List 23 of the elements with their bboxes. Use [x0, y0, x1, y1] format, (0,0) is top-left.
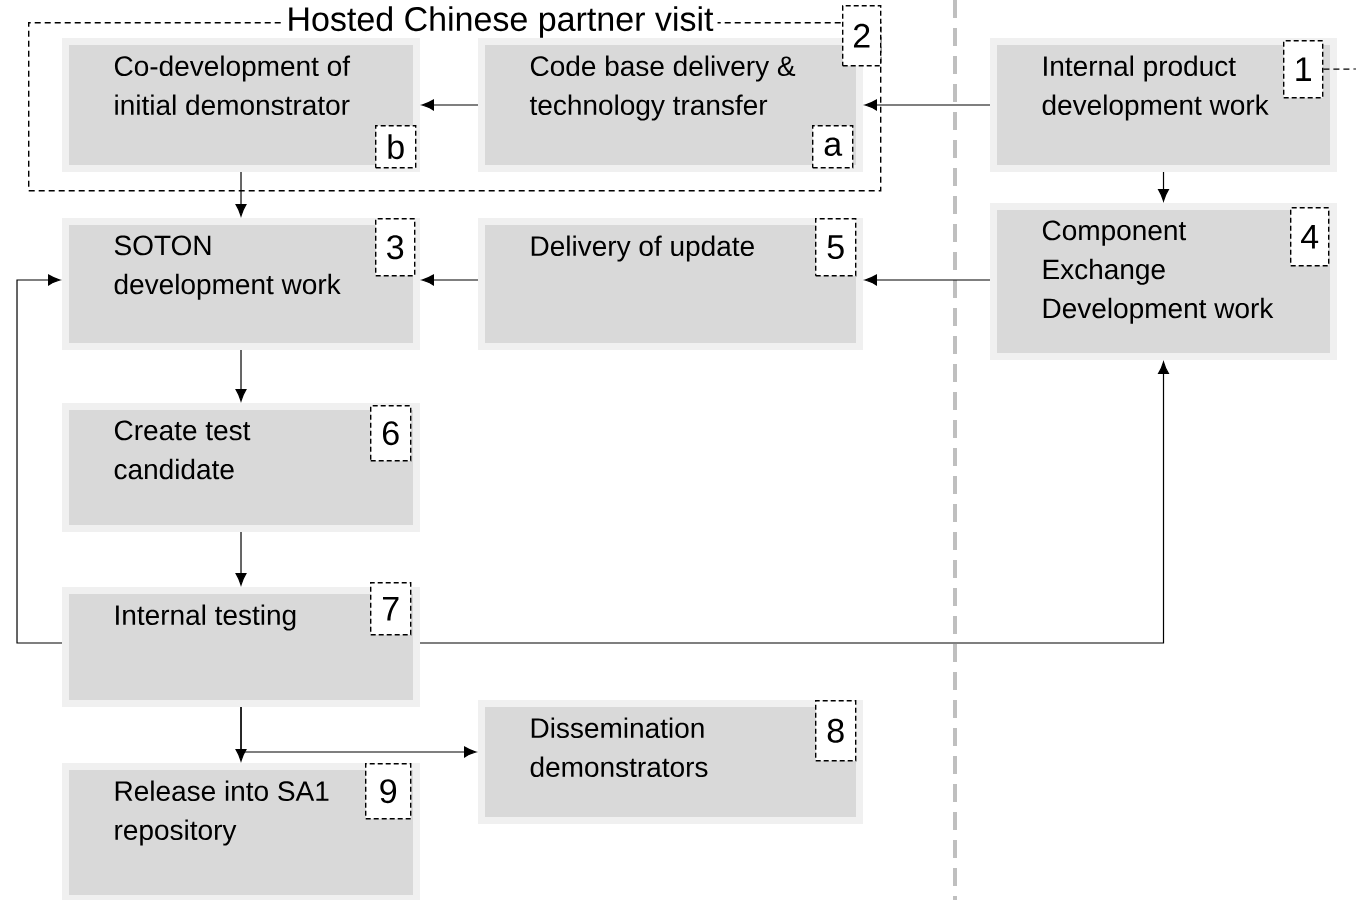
callout-box: 4 — [1290, 207, 1330, 267]
callout-box: 2 — [842, 5, 882, 67]
arrow — [864, 274, 991, 286]
arrow — [235, 531, 247, 586]
callout-box: 6 — [370, 405, 412, 462]
arrow — [1158, 171, 1169, 202]
callout-box: 9 — [365, 763, 412, 820]
arrow — [421, 274, 479, 286]
callout-box: 3 — [375, 218, 416, 277]
callout-box: 8 — [815, 700, 857, 762]
callout-box: 5 — [815, 218, 857, 277]
callout-box: a — [812, 125, 854, 169]
group-title: Hosted Chinese partner visit — [282, 2, 718, 42]
arrow — [235, 171, 247, 217]
callout-box: 7 — [370, 582, 412, 636]
arrow — [16, 274, 63, 644]
arrow — [419, 361, 1169, 644]
arrow — [240, 706, 477, 758]
arrow — [421, 99, 479, 111]
arrow — [864, 99, 991, 111]
callout-box: b — [375, 125, 417, 169]
arrow — [235, 349, 247, 402]
callout-box: 1 — [1283, 40, 1324, 99]
